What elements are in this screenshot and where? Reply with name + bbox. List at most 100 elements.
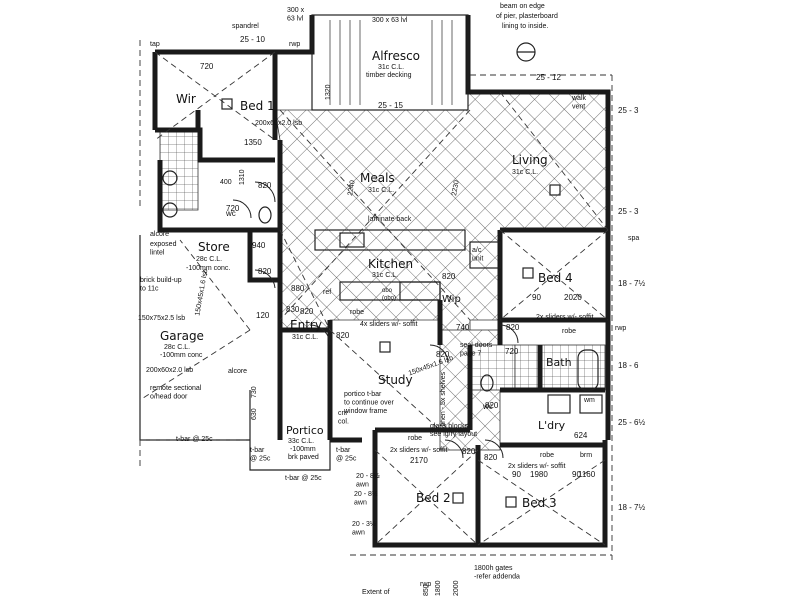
alfresco-cl: 31c C.L. [378, 64, 404, 71]
linen-label: linen - 5x shelves [440, 371, 447, 426]
garage-label: Garage [160, 329, 204, 343]
diagonal-guides [154, 51, 609, 546]
dim-2230: 2230 [451, 180, 461, 197]
dim-1350: 1350 [244, 138, 262, 147]
dim-720-b: 720 [226, 204, 240, 213]
spa-label: spa [628, 235, 639, 242]
dim-850: 850 [423, 584, 430, 596]
kitchen-cl: 31c C.L. [372, 272, 398, 279]
room-markers [221, 98, 561, 508]
laundry-label: L'dry [538, 419, 566, 432]
portico-paved: brk paved [288, 454, 319, 461]
dim-25-3: 25 - 3 [618, 106, 639, 115]
tbar-25-2: t-bar@ 25c [250, 447, 271, 463]
meals-cl: 31c C.L. [368, 187, 394, 194]
bed2-label: Bed 2 [416, 491, 451, 505]
sanitary-fittings [162, 170, 603, 414]
dim-720: 720 [200, 62, 214, 71]
dim-730: 730 [251, 386, 258, 398]
beam-300-63-top: 300 x 63 lvl [372, 17, 408, 24]
beam-note-2: of pier, plasterboard [496, 13, 558, 20]
oboe-label: obo(obo) [382, 288, 396, 302]
tbar-25-3: t-bar@ 25c [336, 447, 357, 463]
dim-25-6: 25 - 6½ [618, 418, 645, 427]
robe-bed3: robe [540, 452, 554, 459]
beam-150-75: 150x75x2.5 lsb [138, 315, 185, 322]
beam-note-1: beam on edge [500, 3, 545, 10]
beam-note-3: lining to inside. [502, 23, 548, 30]
garage-cl: 28c C.L. [164, 344, 190, 351]
dim-940: 940 [252, 241, 266, 250]
robe-bed4: robe [562, 328, 576, 335]
living-cl: 31c C.L. [512, 169, 538, 176]
sliders-bed2: 2x sliders w/- soffit [390, 447, 447, 454]
wip-label: Wip [442, 294, 461, 305]
portico-label: Portico [286, 424, 324, 437]
dim-1160: 1160 [578, 470, 596, 479]
brm-label: brm [580, 452, 592, 459]
meals-label: Meals [360, 171, 395, 185]
dim-720-c: 720 [505, 347, 519, 356]
wir-label: Wir [176, 92, 196, 106]
beam-200-60: 200x60x2.0 lsb [146, 367, 193, 374]
alfresco-label: Alfresco [372, 49, 420, 63]
store-label: Store [198, 240, 230, 254]
bath-label: Bath [546, 356, 572, 369]
robe-bed2: robe [408, 435, 422, 442]
dim-820-g: 820 [462, 447, 476, 456]
dim-820-c: 820 [300, 307, 314, 316]
site-boundary [139, 40, 613, 560]
dim-90-c: 90 [572, 470, 581, 479]
ref-label: ref [323, 289, 331, 296]
dim-25-3b: 25 - 3 [618, 207, 639, 216]
entry-label: Entry [290, 318, 322, 332]
portico-cl: 33c C.L. [288, 438, 314, 445]
dim-624: 624 [574, 431, 588, 440]
dim-630: 630 [251, 408, 258, 420]
dim-820-h: 820 [484, 453, 498, 462]
laminate-back: laminate back [368, 216, 412, 223]
store-cl: 28c C.L. [196, 256, 222, 263]
door-swings [232, 181, 519, 459]
dim-25-12: 25 - 12 [536, 73, 561, 82]
dim-400: 400 [220, 179, 232, 186]
sliders-entry: 4x sliders w/- soffit [360, 321, 417, 328]
store-conc: -100mm conc. [186, 265, 230, 272]
dim-820-e: 820 [436, 350, 450, 359]
dim-820-d: 820 [336, 331, 350, 340]
rwp-bottom: rwp [420, 581, 431, 588]
dim-820-i: 820 [442, 272, 456, 281]
gates-note: 1800h gates-refer addenda [474, 565, 520, 581]
dim-2000: 2000 [453, 580, 460, 596]
tap-label: tap [150, 41, 160, 48]
spandrel-label: spandrel [232, 23, 259, 30]
bed3-label: Bed 3 [522, 496, 557, 510]
see-layout: see lg/ry layout [430, 431, 477, 438]
dim-90-a: 90 [532, 293, 541, 302]
rwp-label-1: rwp [289, 41, 300, 48]
robe-kitchen: robe [350, 309, 364, 316]
dim-830: 830 [286, 305, 300, 314]
dim-1310: 1310 [239, 169, 246, 185]
dim-820-j: 820 [485, 401, 499, 410]
dim-18-7b: 18 - 7½ [618, 503, 645, 512]
alfresco-decking: timber decking [366, 72, 412, 79]
beam-150-45: 150x45x1.6 lsb [194, 269, 209, 317]
dim-1980: 1980 [530, 470, 548, 479]
portico-depth: -100mm [290, 446, 316, 453]
study-label: Study [378, 373, 413, 387]
sliders-bed3: 2x sliders w/- soffit [508, 463, 565, 470]
sliders-bed4: 2x sliders w/- soffit [536, 314, 593, 321]
tbar-25-1: t-bar @ 25c [176, 436, 213, 443]
dim-820-b: 820 [258, 267, 272, 276]
dim-90-b: 90 [512, 470, 521, 479]
lintel-200: 200x60x2.0 lsb [255, 120, 302, 127]
extent-label: Extent of [362, 589, 390, 596]
